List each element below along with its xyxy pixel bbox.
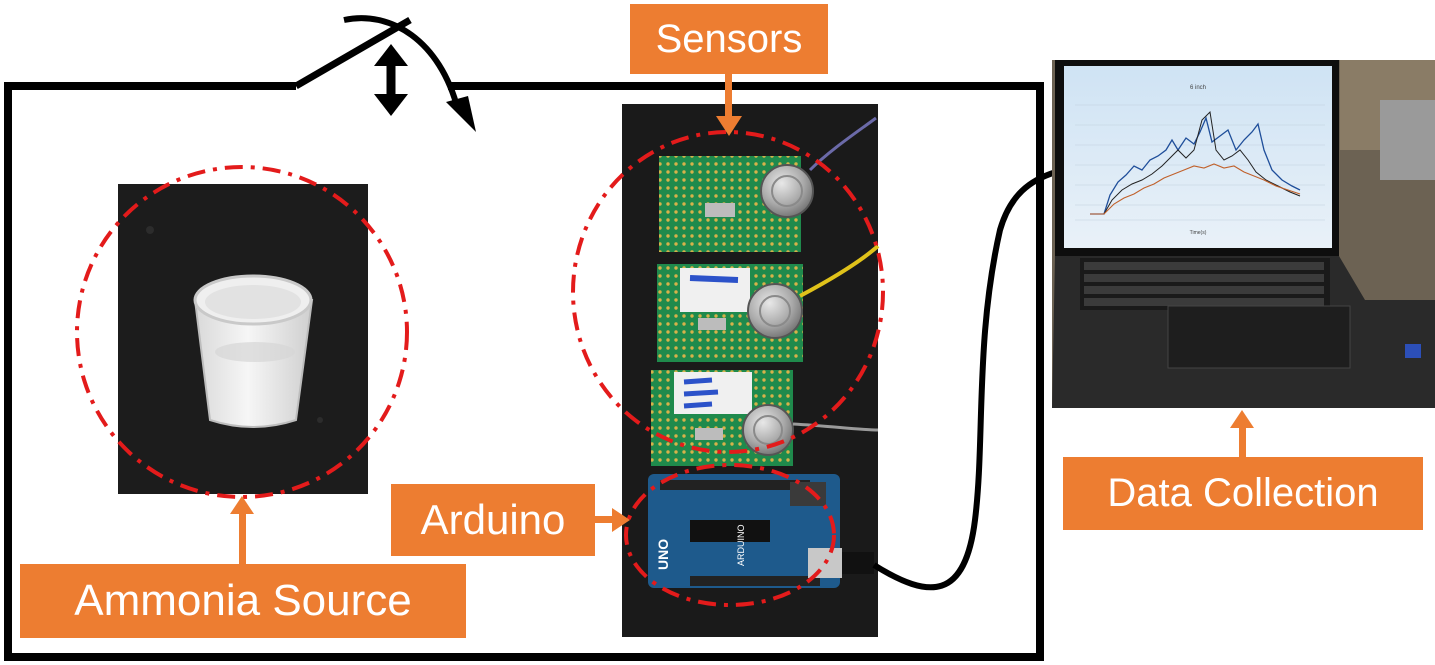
ammonia-arrow-icon (230, 496, 254, 514)
sensor-board-1 (659, 156, 814, 252)
sensors-circle (571, 130, 885, 454)
arduino-circle (624, 463, 836, 607)
screen-x-axis-label: Time(s) (1190, 230, 1207, 236)
laptop-keyboard (1052, 256, 1435, 408)
curved-arrow-head-icon (446, 96, 476, 132)
arduino-label: Arduino (391, 484, 595, 556)
up-arrow-head-icon (374, 44, 408, 66)
chamber-frame (4, 82, 1044, 661)
screen-chart-title: 6 inch (1190, 85, 1206, 91)
sensor-array-photo: UNO ARDUINO (622, 104, 880, 637)
laptop-photo: 6 inch Time(s) (1052, 60, 1435, 408)
arduino-brand-text: ARDUINO (736, 524, 746, 566)
data-collection-label: Data Collection (1063, 457, 1423, 530)
sensor-board-2 (657, 264, 803, 362)
screen-series-orange (1090, 163, 1301, 215)
down-arrow-head-icon (374, 94, 408, 116)
sensors-arrow-icon (716, 116, 742, 136)
lid-arrows (294, 15, 476, 132)
arduino-board: UNO ARDUINO (648, 474, 842, 588)
usb-cable (872, 169, 1057, 591)
pointer-arrows (230, 74, 1254, 564)
screen-chart-gridlines (1075, 104, 1325, 221)
cup-icon (193, 274, 314, 428)
ammonia-source-label: Ammonia Source (20, 564, 466, 638)
arduino-model-text: UNO (655, 539, 671, 570)
ammonia-source-photo (118, 184, 368, 494)
ammonia-source-circle (75, 165, 409, 499)
laptop-screen: 6 inch Time(s) (1055, 60, 1339, 256)
arduino-arrow-icon (612, 508, 630, 532)
screen-series-black (1090, 110, 1301, 215)
data-collection-arrow-icon (1230, 410, 1254, 428)
sensors-label: Sensors (630, 4, 828, 74)
sensor-board-3 (651, 370, 794, 466)
laptop-touchpad (1167, 305, 1351, 369)
